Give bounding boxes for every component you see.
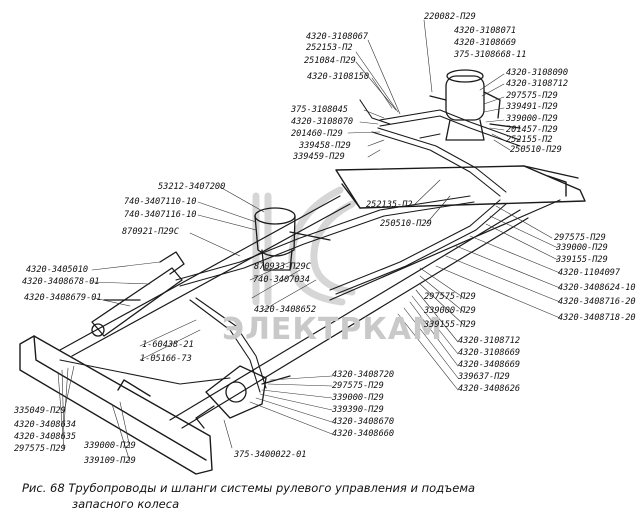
part-label: 339155-П29 xyxy=(424,320,476,330)
part-label: 339000-П29 xyxy=(332,393,384,403)
part-label: 4320-3108067 xyxy=(306,32,369,42)
part-label: 4320-3108669 xyxy=(454,38,517,48)
part-label: 339637-П29 xyxy=(458,372,510,382)
part-label: 4320-3408669 xyxy=(458,360,521,370)
part-label: 4320-3408624-10 xyxy=(558,283,636,293)
part-label: 297575-П29 xyxy=(506,91,558,101)
part-label: 339000-П29 xyxy=(556,243,608,253)
part-label: 339000-П29 xyxy=(506,114,558,124)
part-label: 4320-3108090 xyxy=(506,68,569,78)
part-label: 4320-3408678-01 xyxy=(22,277,100,287)
part-label: 201457-П29 xyxy=(506,125,558,135)
part-label: 4320-3108712 xyxy=(506,79,569,89)
figure-caption-line1: Рис. 68 Трубопроводы и шланги системы ру… xyxy=(22,481,476,495)
part-label: 4320-3408652 xyxy=(254,305,317,315)
part-label: 4320-3408716-20 xyxy=(558,297,636,307)
part-label: 251084-П29 xyxy=(304,56,356,66)
part-label: 339155-П29 xyxy=(556,255,608,265)
part-label: 297575-П29 xyxy=(554,233,606,243)
part-label: 740-3407034 xyxy=(253,275,310,285)
part-label: 870921-П29С xyxy=(122,227,179,237)
part-label: 339000-П29 xyxy=(84,441,136,451)
part-label: 220082-П29 xyxy=(424,12,476,22)
part-label: 339491-П29 xyxy=(506,102,558,112)
part-label: 1-05166-73 xyxy=(140,354,192,364)
part-label: 4320-3408718-20 xyxy=(558,313,636,323)
leader-lines xyxy=(57,19,561,463)
part-label: 201460-П29 xyxy=(291,129,343,139)
part-label: 4320-3108071 xyxy=(454,26,517,36)
part-label: 4320-3408670 xyxy=(332,417,395,427)
part-label: 339459-П29 xyxy=(293,152,345,162)
part-label: 375-3108668-11 xyxy=(454,50,527,60)
part-label: 4320-3108070 xyxy=(291,117,354,127)
part-label: 375-3400022-01 xyxy=(234,450,307,460)
part-label: 250510-П29 xyxy=(380,219,432,229)
part-label: 250510-П29 xyxy=(510,145,562,155)
part-label: 339000-П29 xyxy=(424,306,476,316)
part-label: 252155-П2 xyxy=(506,135,553,145)
part-label: 4320-3408660 xyxy=(332,429,395,439)
pipes-top xyxy=(359,99,521,197)
part-label: 740-3407116-10 xyxy=(124,210,197,220)
part-label: 1-60438-21 xyxy=(142,340,194,350)
part-label: 297575-П29 xyxy=(424,292,476,302)
part-label: 339390-П29 xyxy=(332,405,384,415)
rear-pump xyxy=(195,365,291,429)
part-label: 4320-3408720 xyxy=(332,370,395,380)
watermark-logo xyxy=(252,186,356,306)
part-label: 4320-3108150 xyxy=(307,72,370,82)
part-label: 335049-П29 xyxy=(14,406,66,416)
part-label: 4320-3408679-01 xyxy=(24,293,102,303)
pipes-long xyxy=(59,195,507,393)
part-label: 252153-П2 xyxy=(306,43,353,53)
part-label: 4320-1104097 xyxy=(558,268,621,278)
part-label: 740-3407110-10 xyxy=(124,197,197,207)
part-label: 4320-3108669 xyxy=(458,348,521,358)
hoist-cylinder xyxy=(91,251,185,337)
part-label: 339109-П29 xyxy=(84,456,136,466)
frame-rail-right xyxy=(335,165,586,209)
part-label: 4320-3408635 xyxy=(14,432,77,442)
part-label: 4320-3408626 xyxy=(458,384,521,394)
part-label: 339458-П29 xyxy=(299,141,351,151)
part-label: 252135-П2 xyxy=(366,200,413,210)
part-label: 297575-П29 xyxy=(14,444,66,454)
part-label: 870933-П29С xyxy=(254,262,311,272)
part-label: 4320-3408634 xyxy=(14,420,77,430)
steering-reservoir xyxy=(429,69,521,141)
part-label: 53212-3407200 xyxy=(158,182,226,192)
part-label: 4320-3108712 xyxy=(458,336,521,346)
part-label: 375-3108045 xyxy=(291,105,348,115)
part-label: 4320-3405010 xyxy=(26,265,89,275)
watermark-text: ЭЛЕКТРКАМ xyxy=(222,312,443,347)
frame-rail-left xyxy=(19,335,213,475)
part-label: 297575-П29 xyxy=(332,381,384,391)
figure-caption-line2: запасного колеса xyxy=(72,497,180,511)
